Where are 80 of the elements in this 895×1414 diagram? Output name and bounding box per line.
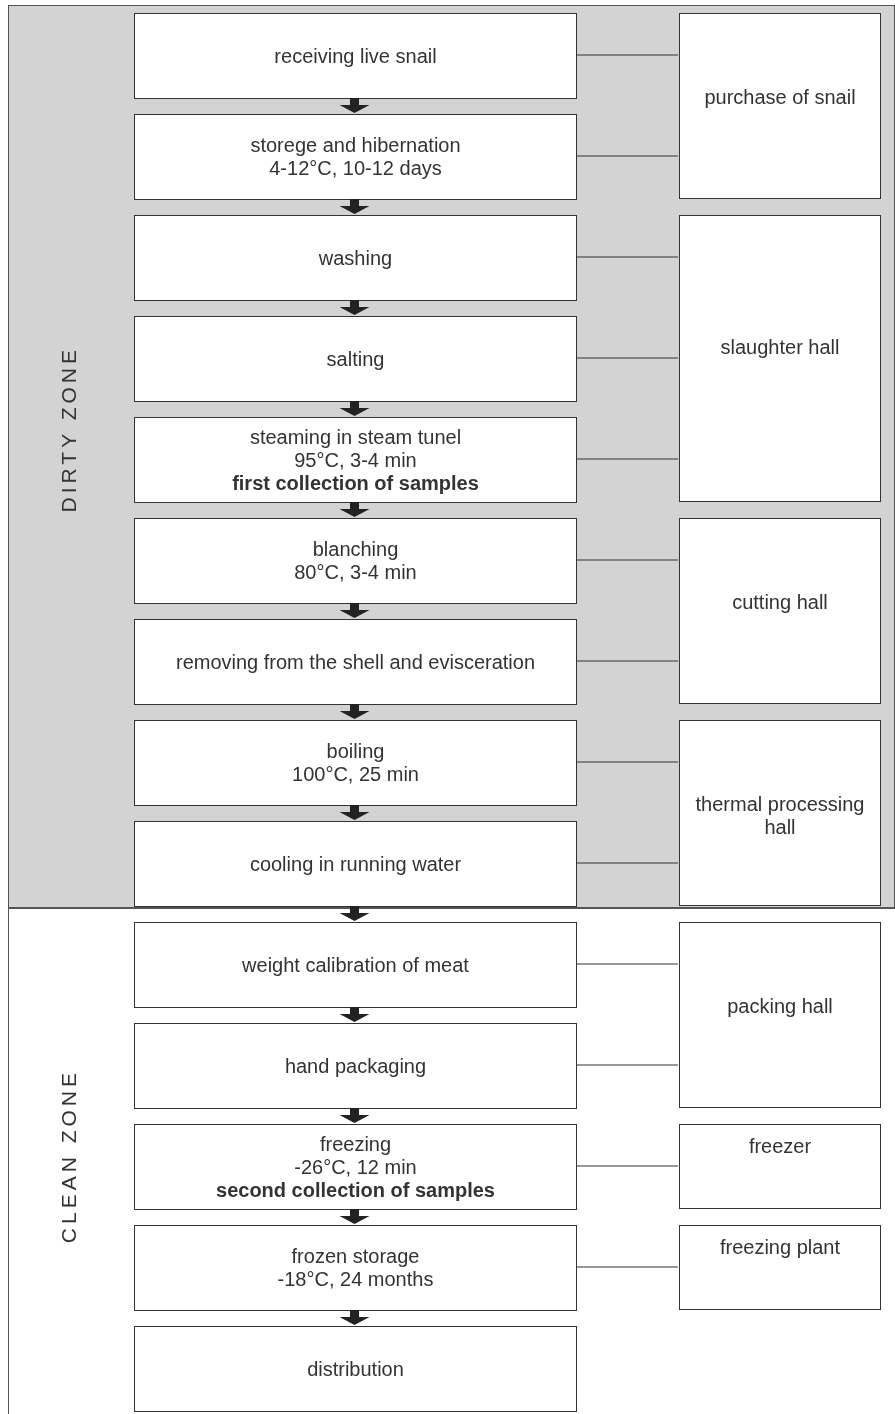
room-box [679,1124,881,1209]
connector-line [575,862,679,864]
room-box [679,13,881,199]
room-box [679,518,881,704]
arrow [339,502,370,517]
room-label: purchase of snail [704,86,856,109]
step-label: frozen storage [291,1245,420,1268]
room-label: slaughter hall [720,336,840,359]
step-label: salting [326,347,385,371]
connector-line [575,1266,679,1268]
process-box [134,316,577,402]
sampling-note: second collection of samples [216,1178,495,1202]
connector-line [575,54,679,56]
zone-band [8,5,895,908]
step-label: -18°C, 24 months [277,1268,434,1291]
room-box [679,922,881,1108]
step-label: 95°C, 3-4 min [294,448,417,472]
room-label: thermal processing hall [694,793,866,839]
arrow [339,1007,370,1022]
arrow [339,300,370,315]
arrow [339,1310,370,1325]
process-box [134,518,577,604]
arrow [339,704,370,719]
zone-band [8,908,895,1414]
connector-line [575,761,679,763]
step-label: boiling [326,740,385,763]
zone-label: CLEAN ZONE [57,1069,81,1244]
arrow [339,401,370,416]
connector-line [575,660,679,662]
arrow [339,1209,370,1224]
process-box [134,1225,577,1311]
step-label: 4-12°C, 10-12 days [269,157,442,180]
process-box [134,922,577,1008]
process-box [134,114,577,200]
arrow [339,98,370,113]
process-box [134,1023,577,1109]
process-box [134,720,577,806]
arrow [339,906,370,921]
step-label: 80°C, 3-4 min [294,561,417,584]
arrow [339,805,370,820]
connector-line [575,256,679,258]
process-box [134,13,577,99]
process-box [134,1124,577,1210]
process-box [134,619,577,705]
sampling-note: first collection of samples [232,471,479,495]
process-box [134,1326,577,1412]
step-label: steaming in steam tunel [249,425,462,449]
room-label: freezing plant [719,1236,841,1259]
arrow [339,1108,370,1123]
step-label: storege and hibernation [250,134,461,157]
room-label: cutting hall [732,591,828,614]
step-label: -26°C, 12 min [294,1155,417,1179]
process-box [134,821,577,907]
room-label: freezer [748,1135,812,1158]
connector-line [575,357,679,359]
connector-line [575,559,679,561]
connector-line [575,1064,679,1066]
connector-line [575,155,679,157]
step-label: receiving live snail [274,44,437,68]
room-box [679,215,881,502]
arrow [339,603,370,618]
room-box [679,720,881,906]
zone-label: DIRTY ZONE [57,346,81,513]
connector-line [575,1165,679,1167]
step-label: distribution [307,1357,404,1381]
room-box [679,1225,881,1310]
step-label: 100°C, 25 min [292,763,419,786]
process-box [134,417,577,503]
step-label: cooling in running water [249,852,462,876]
step-label: blanching [312,538,399,561]
step-label: removing from the shell and evisceration [175,650,536,674]
step-label: freezing [319,1132,392,1156]
connector-line [575,458,679,460]
connector-line [575,963,679,965]
step-label: washing [318,246,393,270]
step-label: weight calibration of meat [242,953,469,977]
arrow [339,199,370,214]
process-box [134,215,577,301]
step-label: hand packaging [284,1054,427,1078]
room-label: packing hall [727,995,833,1018]
